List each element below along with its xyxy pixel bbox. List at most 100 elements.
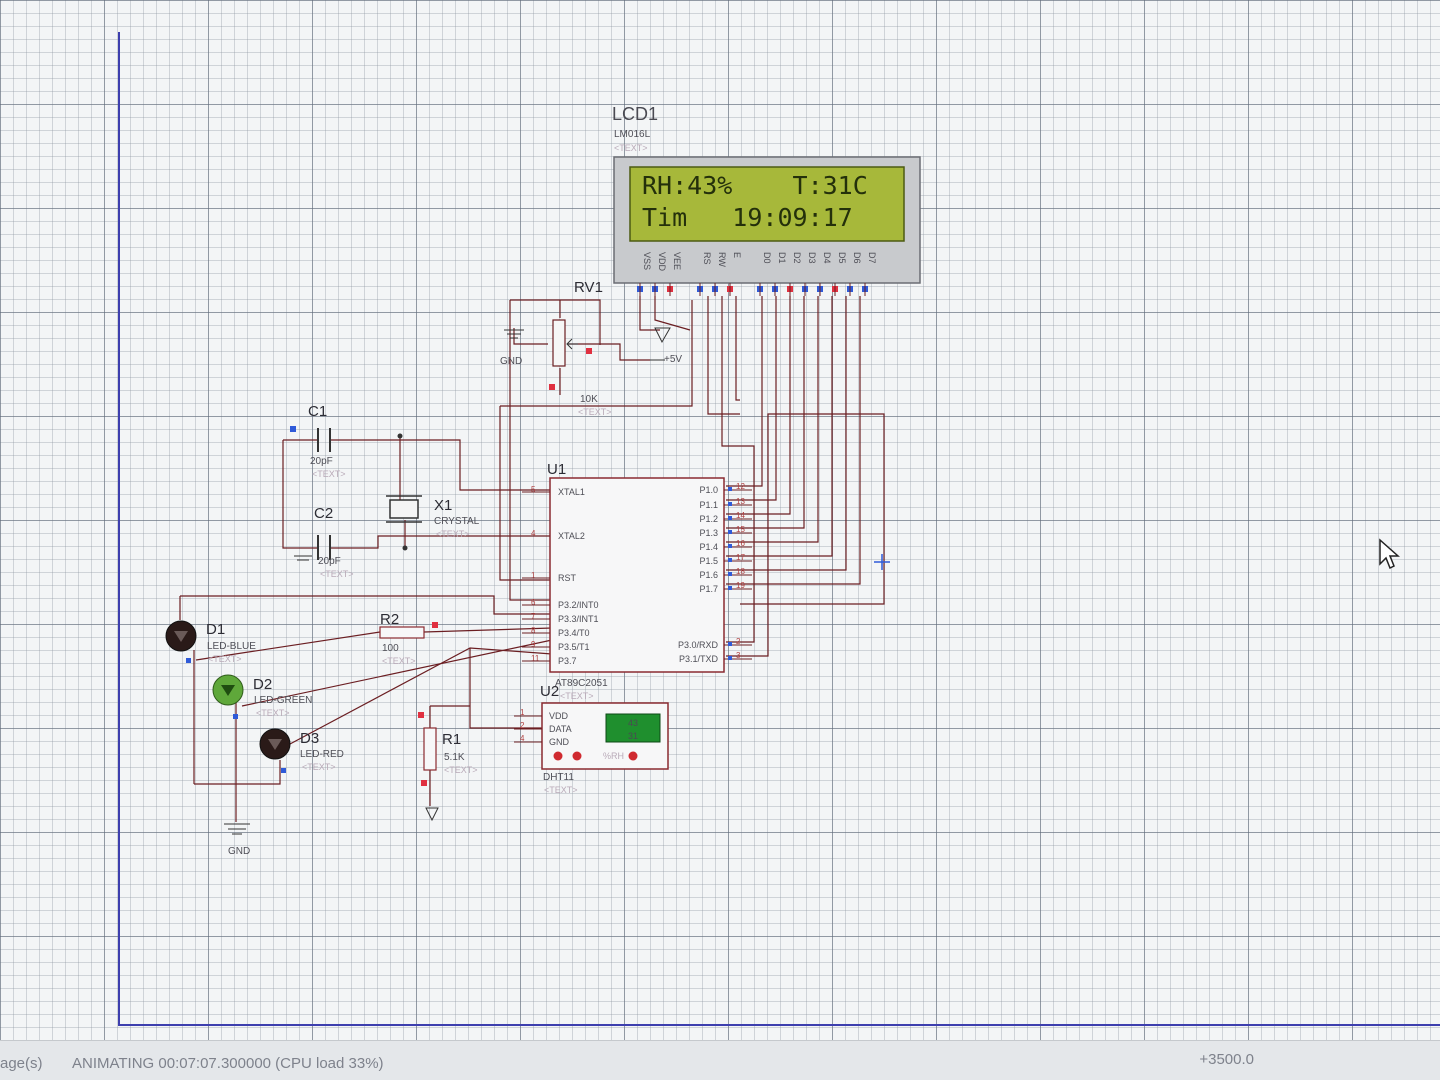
lcd-pin-label: RS [702, 252, 712, 265]
u2-pin-label: DATA [549, 724, 572, 734]
resistor-r2[interactable]: R2 100 <TEXT> [379, 611, 438, 666]
lcd-pin-label: D1 [777, 252, 787, 264]
led-d2[interactable]: D2 LED-GREEN <TEXT> [212, 674, 312, 719]
lcd-pin-label: RW [717, 252, 727, 267]
rv1-wiper-icon [566, 338, 578, 350]
rv1-text-tag: <TEXT> [578, 407, 612, 417]
lcd-module[interactable]: LCD1 LM016L <TEXT> RH:43% T:31C Tim 19:0… [612, 104, 921, 296]
power-arrow-icon [425, 807, 439, 822]
crystal-x1[interactable]: X1 CRYSTAL <TEXT> [386, 433, 480, 551]
u2-button-up-icon[interactable] [572, 751, 582, 761]
d3-ref: D3 [300, 730, 319, 747]
u1-pin-label: P1.7 [699, 584, 718, 594]
c1-text-tag: <TEXT> [312, 469, 346, 479]
rv1-ref: RV1 [574, 279, 603, 296]
r1-ref: R1 [442, 731, 461, 748]
d2-text-tag: <TEXT> [256, 708, 290, 718]
pin-state-blue [728, 642, 732, 646]
r1-text-tag: <TEXT> [444, 765, 478, 775]
d1-ref: D1 [206, 621, 225, 638]
resistor-r1[interactable]: R1 5.1K <TEXT> [418, 712, 478, 822]
status-left-fragment: age(s) [0, 1055, 43, 1072]
power-terminal-5v: +5V [650, 327, 682, 365]
u1-pin-label: P3.7 [558, 656, 577, 666]
crystal-body [389, 499, 419, 519]
u2-pin-label: VDD [549, 711, 569, 721]
u1-body [549, 477, 725, 673]
capacitor-c1[interactable]: C1 20pF <TEXT> [290, 403, 346, 479]
u2-humidity-value: 43 [628, 718, 638, 728]
d1-text-tag: <TEXT> [208, 654, 242, 664]
pin-state-red [549, 384, 555, 390]
potentiometer-rv1[interactable]: RV1 10K <TEXT> [549, 279, 612, 417]
u1-pin-label: XTAL1 [558, 487, 585, 497]
u1-pin-number: 13 [736, 497, 745, 506]
u2-pin-number: 4 [520, 734, 525, 743]
u1-pin-label: P1.4 [699, 542, 718, 552]
lcd-pin-label: D7 [867, 252, 877, 264]
u1-pin-number: 6 [531, 598, 536, 607]
u2-button-toggle-icon[interactable] [628, 751, 638, 761]
u1-pin-number: 12 [736, 482, 745, 491]
u1-pin-label: P3.5/T1 [558, 642, 590, 652]
u1-text-tag: <TEXT> [560, 691, 594, 701]
u2-button-down-icon[interactable] [553, 751, 563, 761]
u1-pin-label: P1.1 [699, 500, 718, 510]
r1-body [423, 727, 437, 771]
u1-part: AT89C2051 [555, 678, 608, 689]
c2-text-tag: <TEXT> [320, 569, 354, 579]
lcd-pin-label: D5 [837, 252, 847, 264]
u1-pin-number: 16 [736, 539, 745, 548]
pin-state-blue [728, 530, 732, 534]
lcd-pin-label: VEE [672, 252, 682, 270]
d2-ref: D2 [253, 676, 272, 693]
schematic-drawing[interactable]: LCD1 LM016L <TEXT> RH:43% T:31C Tim 19:0… [0, 0, 1440, 1040]
pin-state-blue [728, 502, 732, 506]
u2-small-label: %RH [603, 751, 624, 761]
led-d3[interactable]: D3 LED-RED <TEXT> [259, 728, 344, 773]
u1-pin-label: P3.3/INT1 [558, 614, 599, 624]
mouse-cursor-icon [1379, 538, 1400, 570]
u2-ref: U2 [540, 683, 559, 700]
u1-pin-number: 19 [736, 581, 745, 590]
led-d1[interactable]: D1 LED-BLUE <TEXT> [165, 620, 256, 664]
u1-pin-number: 18 [736, 567, 745, 576]
u1-pin-number: 8 [531, 626, 536, 635]
r2-ref: R2 [380, 611, 399, 628]
lcd-pin-label: D0 [762, 252, 772, 264]
lcd-line-1: RH:43% T:31C [642, 171, 868, 200]
mcu-u1[interactable]: U1 XTAL15XTAL24RST1P3.2/INT06P3.3/INT17P… [522, 461, 752, 701]
lcd-line-2: Tim 19:09:17 [642, 203, 853, 232]
x1-text-tag: <TEXT> [436, 529, 470, 539]
u1-left-pins: XTAL15XTAL24RST1P3.2/INT06P3.3/INT17P3.4… [522, 485, 599, 666]
lcd-ref: LCD1 [612, 104, 658, 124]
x1-value: CRYSTAL [434, 516, 480, 527]
lcd-pin-label: VSS [642, 252, 652, 270]
u1-ref: U1 [547, 461, 566, 478]
u1-pin-number: 14 [736, 511, 745, 520]
lcd-pin-label: D4 [822, 252, 832, 264]
capacitor-c2[interactable]: C2 20pF <TEXT> [294, 505, 354, 579]
x1-ref: X1 [434, 497, 452, 514]
lcd-pin-label: VDD [657, 252, 667, 272]
pin-state-blue [728, 572, 732, 576]
u2-pin-number: 1 [520, 708, 525, 717]
lcd-pin-label: D2 [792, 252, 802, 264]
gnd-label: GND [500, 356, 522, 367]
c2-value: 20pF [318, 556, 341, 567]
lcd-part: LM016L [614, 129, 651, 140]
u1-pin-label: P3.1/TXD [679, 654, 719, 664]
c2-ref: C2 [314, 505, 333, 522]
u1-pin-label: P1.2 [699, 514, 718, 524]
u1-pin-label: P1.6 [699, 570, 718, 580]
u1-pin-number: 2 [736, 637, 741, 646]
pin-state-blue [728, 516, 732, 520]
pin-state-blue [233, 714, 238, 719]
cursor-coordinate: +3500.0 [1199, 1051, 1254, 1068]
u1-pin-label: RST [558, 573, 577, 583]
r2-value: 100 [382, 643, 399, 654]
